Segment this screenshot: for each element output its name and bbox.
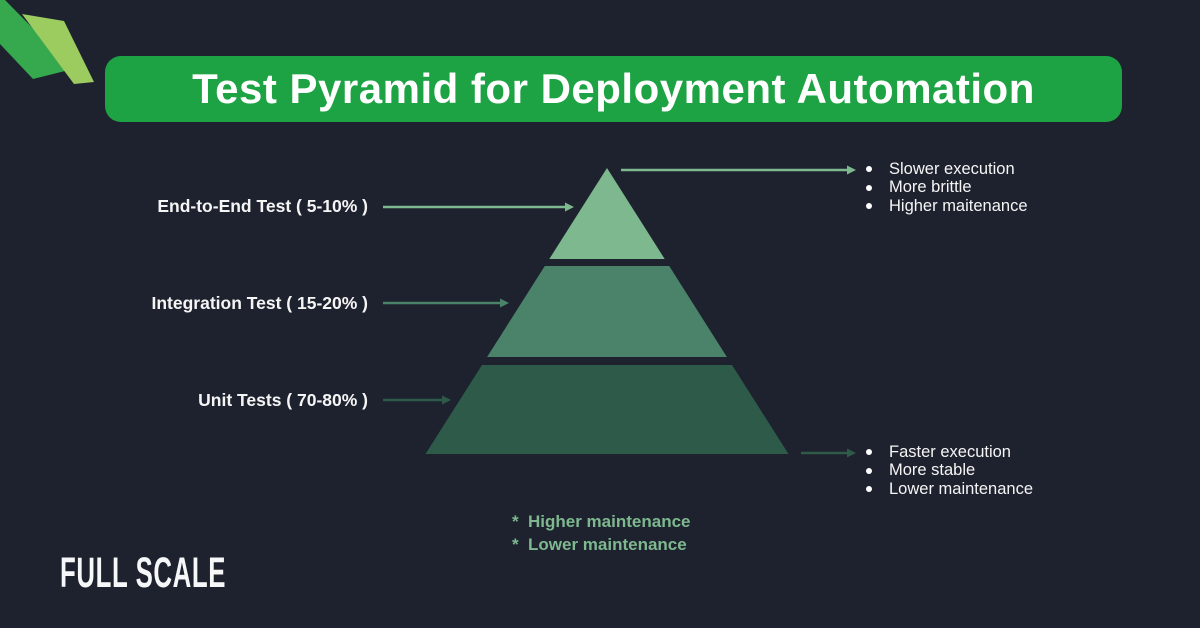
list-item: Slower execution — [866, 160, 1028, 179]
callout-text: More brittle — [889, 178, 972, 197]
list-item: More stable — [866, 461, 1033, 481]
list-item: Lower maintenance — [866, 480, 1033, 499]
footnote-item: * Lower maintenance — [512, 534, 691, 557]
bullet-icon — [866, 449, 872, 456]
page-title: Test Pyramid for Deployment Automation — [192, 65, 1035, 112]
bullet-icon — [866, 486, 872, 493]
footnote-text: Higher maintenance — [528, 512, 691, 532]
bullet-icon — [866, 203, 872, 210]
bullet-icon — [866, 467, 872, 474]
callout-text: More stable — [889, 461, 976, 480]
callout-text: Higher maitenance — [889, 196, 1028, 215]
pyramid-level-end-to-end — [549, 168, 665, 259]
callout-list-bottom: Faster execution More stable Lower maint… — [866, 443, 1033, 499]
callout-text: Slower execution — [889, 159, 1015, 178]
footnotes: * Higher maintenance * Lower maintenance — [512, 511, 691, 556]
full-scale-logo: FULL SCALE — [60, 549, 227, 597]
pyramid-level-unit — [425, 365, 789, 454]
footnote-item: * Higher maintenance — [512, 511, 691, 534]
asterisk-icon: * — [512, 534, 519, 554]
list-item: Faster execution — [866, 443, 1033, 462]
corner-ribbon-dark-stripe — [0, 0, 73, 79]
corner-ribbon-light-stripe — [22, 14, 94, 84]
bullet-icon — [866, 166, 872, 173]
callout-text: Lower maintenance — [889, 479, 1034, 498]
label-unit-tests: Unit Tests ( 70-80% ) — [198, 390, 368, 410]
asterisk-icon: * — [512, 512, 519, 532]
label-integration-test: Integration Test ( 15-20% ) — [151, 293, 368, 313]
pyramid-level-integration — [487, 266, 727, 357]
title-banner: Test Pyramid for Deployment Automation — [105, 56, 1122, 122]
footnote-text: Lower maintenance — [528, 534, 687, 554]
callout-list-top: Slower execution More brittle Higher mai… — [866, 160, 1028, 216]
label-end-to-end-test: End-to-End Test ( 5-10% ) — [157, 196, 368, 216]
list-item: More brittle — [866, 178, 1028, 198]
list-item: Higher maitenance — [866, 197, 1028, 216]
bullet-icon — [866, 184, 872, 191]
callout-text: Faster execution — [889, 442, 1011, 461]
